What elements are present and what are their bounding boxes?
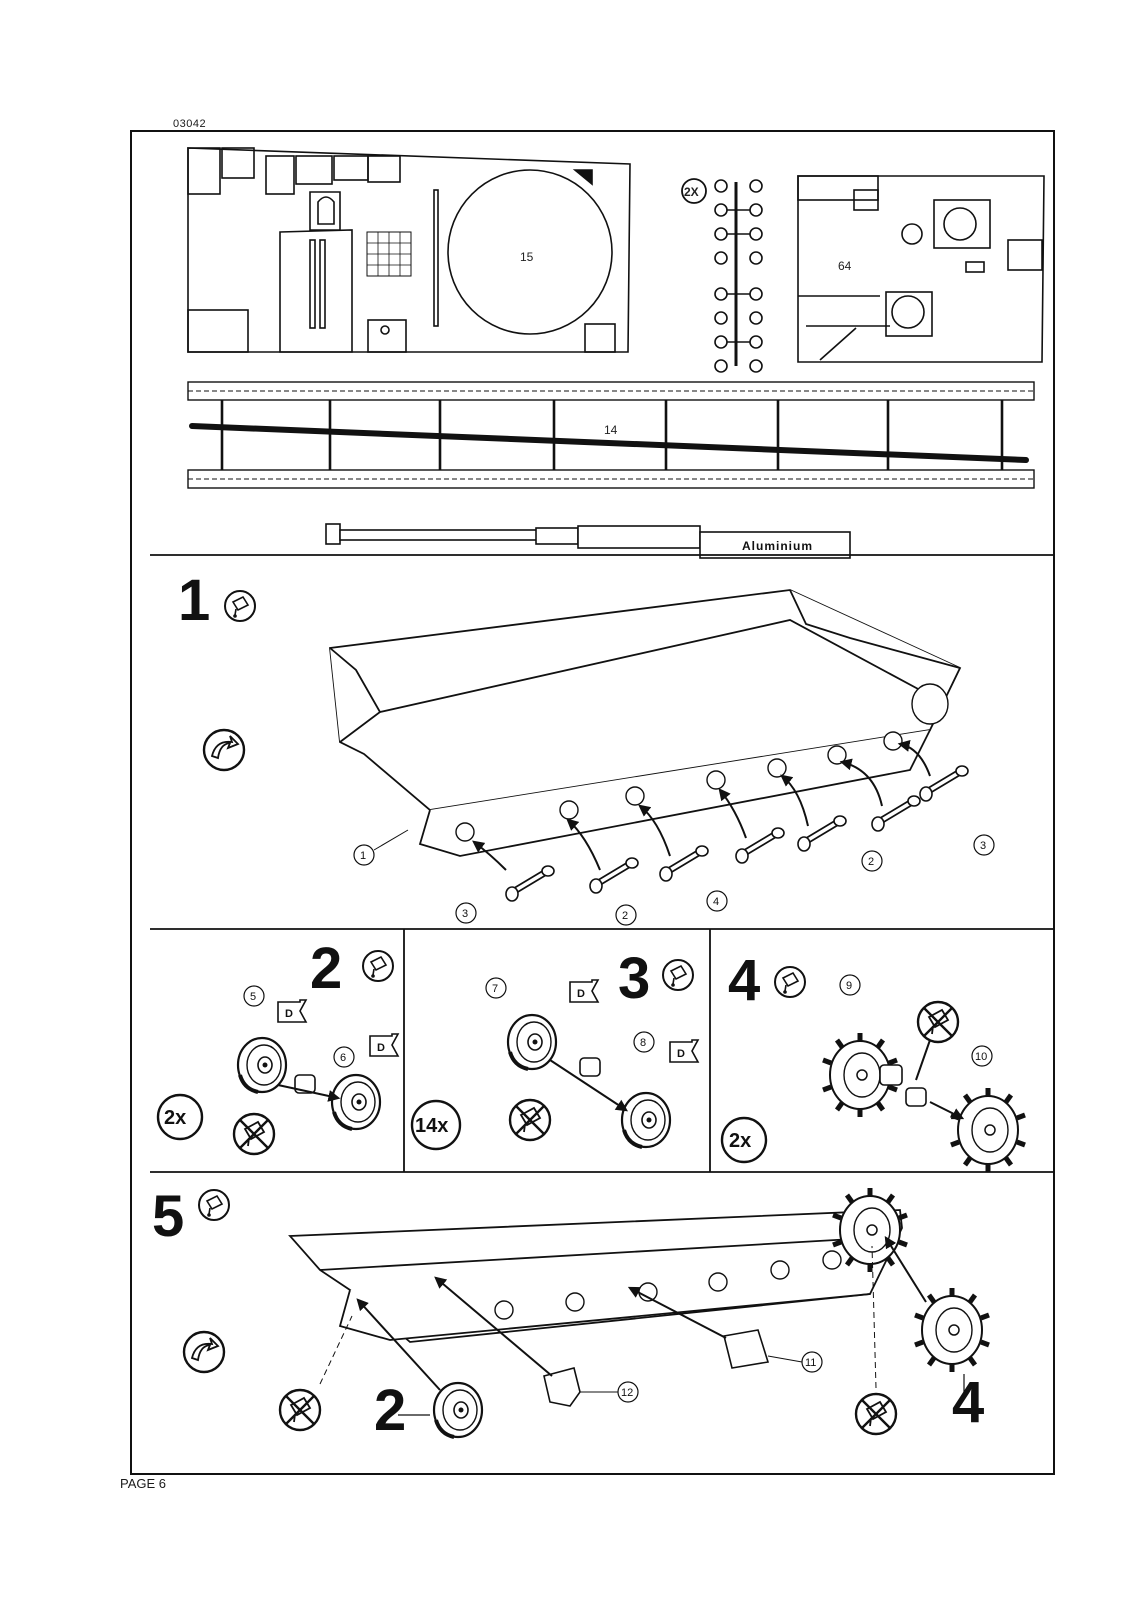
step-5-subassembly-2: 2 xyxy=(374,1378,406,1443)
step-4: 4 2x 9 10 xyxy=(720,948,1025,1172)
step-5-subassembly-4: 4 xyxy=(952,1370,984,1435)
svg-text:6: 6 xyxy=(340,1052,346,1064)
svg-text:7: 7 xyxy=(492,983,498,995)
hull-plate xyxy=(187,147,631,353)
no-glue-icon xyxy=(854,1392,898,1436)
svg-text:D: D xyxy=(577,988,585,1000)
barrel-material-label: Aluminium xyxy=(742,539,813,553)
no-glue-icon xyxy=(916,1000,960,1044)
svg-text:11: 11 xyxy=(805,1357,816,1369)
deck-plate-number: 64 xyxy=(838,259,852,273)
step-4-number: 4 xyxy=(728,948,760,1013)
svg-text:12: 12 xyxy=(621,1387,633,1399)
svg-text:3: 3 xyxy=(980,840,986,852)
glue-icon xyxy=(662,959,694,991)
no-glue-icon xyxy=(278,1388,322,1432)
svg-text:2: 2 xyxy=(868,856,874,868)
svg-text:3: 3 xyxy=(462,908,468,920)
instruction-sheet: 15 2X xyxy=(130,130,1055,1475)
instruction-drawing: 15 2X xyxy=(130,130,1055,1475)
rotate-icon xyxy=(182,1330,226,1374)
step-2-number: 2 xyxy=(310,936,342,1001)
lower-hull xyxy=(329,589,962,857)
page-footer: PAGE 6 xyxy=(120,1476,167,1491)
step-3-number: 3 xyxy=(618,946,650,1011)
step-2: 2 2x 5 6 D D xyxy=(156,936,399,1156)
step-5-number: 5 xyxy=(152,1184,184,1249)
document-code: 03042 xyxy=(173,118,207,130)
pin-multiplier: 2X xyxy=(684,185,699,199)
rotate-icon xyxy=(202,728,246,772)
step-1-number: 1 xyxy=(178,568,210,633)
svg-text:D: D xyxy=(377,1042,385,1054)
no-glue-icon xyxy=(508,1098,552,1142)
svg-text:9: 9 xyxy=(846,980,852,992)
step-1: 1 xyxy=(178,568,995,926)
assembled-hull xyxy=(288,1209,903,1343)
step-5: 5 2 4 xyxy=(152,1184,989,1443)
step-2-multiplier: 2x xyxy=(164,1107,186,1129)
glue-icon xyxy=(362,950,394,982)
pin-sprue: 2X xyxy=(681,178,763,373)
step-3: 3 14x 7 8 D D xyxy=(410,946,699,1151)
svg-text:D: D xyxy=(677,1048,685,1060)
svg-text:1: 1 xyxy=(360,850,366,862)
glue-icon xyxy=(198,1189,230,1221)
svg-text:4: 4 xyxy=(713,896,719,908)
step-4-multiplier: 2x xyxy=(729,1130,751,1152)
step-3-multiplier: 14x xyxy=(415,1115,448,1137)
svg-text:2: 2 xyxy=(622,910,628,922)
glue-icon xyxy=(774,966,806,998)
svg-text:D: D xyxy=(285,1008,293,1020)
gun-barrel xyxy=(325,523,851,559)
parts-sheet: 15 2X xyxy=(187,147,1045,559)
track-number: 14 xyxy=(604,423,618,437)
deck-plate xyxy=(797,175,1045,363)
svg-text:10: 10 xyxy=(975,1051,987,1063)
hull-plate-number: 15 xyxy=(520,250,534,264)
svg-text:8: 8 xyxy=(640,1037,646,1049)
no-glue-icon xyxy=(232,1112,276,1156)
step-1-callouts: 1 2 2 3 3 4 xyxy=(353,829,995,926)
glue-icon xyxy=(224,590,256,622)
svg-text:5: 5 xyxy=(250,991,256,1003)
track-sprue xyxy=(187,381,1035,489)
